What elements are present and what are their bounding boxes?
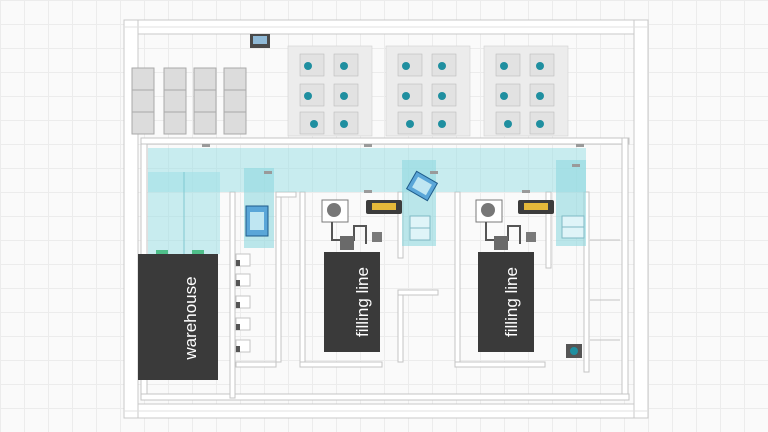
cart-icon[interactable]	[235, 253, 251, 267]
transport-corridors	[148, 148, 586, 254]
worker-icon	[536, 92, 544, 100]
machine-icon[interactable]	[366, 200, 402, 214]
warehouse-block[interactable]	[138, 254, 218, 380]
worker-icon	[402, 92, 410, 100]
worker-icon	[310, 120, 318, 128]
cart-icon[interactable]	[561, 215, 585, 239]
shelving-rack-icon	[131, 67, 155, 135]
cart-icon[interactable]	[235, 273, 251, 287]
worker-icon	[402, 62, 410, 70]
right-wall-doors	[590, 239, 620, 341]
worker-icon	[438, 92, 446, 100]
cart-icon[interactable]	[409, 215, 431, 241]
office-cluster-1	[287, 45, 373, 137]
machine-icon[interactable]	[475, 199, 503, 223]
shelving-rack-icon	[193, 67, 217, 135]
worker-icon	[500, 92, 508, 100]
office-cluster-2	[385, 45, 471, 137]
worker-icon	[340, 92, 348, 100]
shelving-rack-icon	[163, 67, 187, 135]
worker-icon	[500, 62, 508, 70]
office-cluster-3	[483, 45, 569, 137]
agv-robot-icon[interactable]	[250, 34, 270, 48]
worker-icon	[304, 62, 312, 70]
inner-walls	[140, 137, 630, 401]
warehouse-label: warehouse	[181, 276, 200, 360]
warehouse-door-markers	[156, 250, 204, 254]
filling-line-2-area	[475, 199, 585, 352]
office-workstations	[287, 45, 569, 137]
storage-racks	[131, 67, 247, 135]
filling-line-1-block[interactable]	[324, 252, 380, 352]
machine-icon[interactable]	[321, 199, 349, 223]
worker-icon	[304, 92, 312, 100]
filling-line-1-label: filling line	[353, 267, 372, 337]
worker-icon	[536, 120, 544, 128]
worker-icon	[536, 62, 544, 70]
worker-icon	[340, 120, 348, 128]
filling-line-1-area	[321, 170, 439, 352]
filling-line-2-label: filling line	[502, 267, 521, 337]
worker-icon	[438, 120, 446, 128]
cart-icon[interactable]	[235, 295, 251, 309]
worker-icon	[340, 62, 348, 70]
agv-robot-icon[interactable]	[405, 170, 439, 202]
pipe-line	[331, 222, 367, 244]
shelving-rack-icon	[223, 67, 247, 135]
cart-icon[interactable]	[235, 339, 251, 353]
worker-icon	[406, 120, 414, 128]
pipe-line	[485, 222, 521, 244]
cart-row	[235, 253, 251, 353]
forklift-icon[interactable]	[566, 344, 582, 358]
wall-markers	[202, 144, 584, 193]
machine-icon[interactable]	[518, 200, 554, 214]
outer-walls	[123, 19, 649, 419]
worker-icon	[438, 62, 446, 70]
worker-icon	[504, 120, 512, 128]
cart-icon[interactable]	[235, 317, 251, 331]
filling-line-2-block[interactable]	[478, 252, 534, 352]
agv-robot-icon[interactable]	[245, 205, 269, 237]
